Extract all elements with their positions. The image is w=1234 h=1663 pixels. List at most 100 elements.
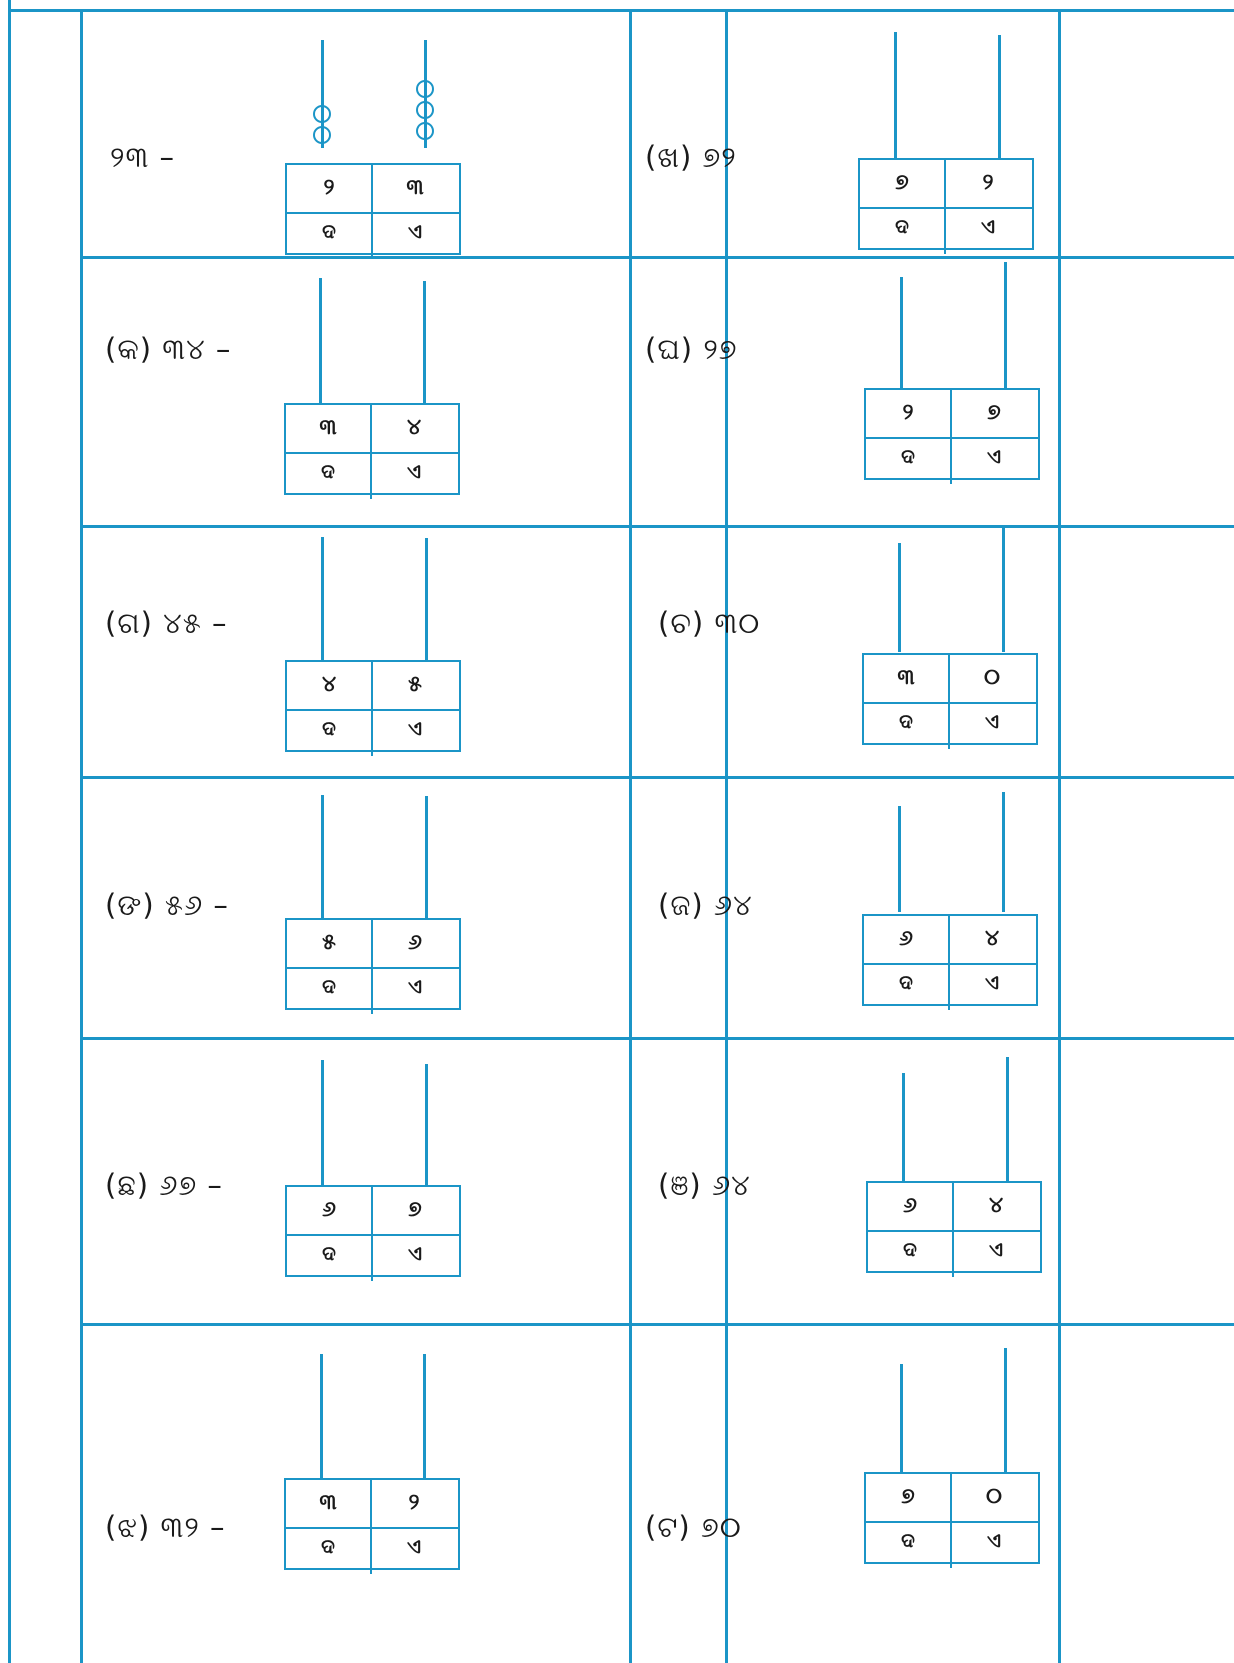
tens-rod xyxy=(321,537,324,661)
exercise-label: (ଙ) ୫୬ – xyxy=(105,888,229,923)
ones-digit: ୫ xyxy=(373,672,457,697)
rule-row-1 xyxy=(80,256,1234,259)
ones-header: ଏ xyxy=(954,1237,1038,1261)
tens-rod xyxy=(321,795,324,918)
divider xyxy=(868,1230,1040,1232)
exercise-label: ୨୩ – xyxy=(110,140,175,175)
ones-digit: ୦ xyxy=(950,665,1034,690)
ones-rod xyxy=(425,538,428,661)
rule-left-outer xyxy=(8,0,11,1663)
ones-header: ଏ xyxy=(373,716,457,740)
tens-digit: ୩ xyxy=(864,665,948,690)
ones-header: ଏ xyxy=(373,974,457,998)
place-value-table: ୫ ୬ ଦ ଏ xyxy=(285,918,461,1010)
exercise-label: (ଚ) ୩୦ xyxy=(658,606,760,641)
abacus: ୬ ୭ ଦ ଏ xyxy=(285,1077,461,1277)
ones-rod xyxy=(1006,1057,1009,1181)
tens-header: ଦ xyxy=(287,716,371,740)
bead xyxy=(416,122,434,140)
place-value-table: ୪ ୫ ଦ ଏ xyxy=(285,660,461,752)
abacus: ୭ ୦ ଦ ଏ xyxy=(864,1364,1040,1564)
exercise-label: (ଘ) ୨୭ xyxy=(645,332,738,367)
ones-rod xyxy=(1004,1348,1007,1472)
ones-digit: ୪ xyxy=(954,1193,1038,1218)
place-value-table: ୭ ୨ ଦ ଏ xyxy=(858,158,1034,250)
tens-digit: ୩ xyxy=(286,1490,370,1515)
divider xyxy=(286,452,458,454)
ones-digit: ୨ xyxy=(372,1490,456,1515)
tens-digit: ୭ xyxy=(860,170,944,195)
abacus: ୩ ୪ ଦ ଏ xyxy=(284,295,460,495)
tens-header: ଦ xyxy=(866,1528,950,1552)
ones-rod xyxy=(1002,792,1005,912)
tens-rod xyxy=(320,1354,323,1478)
tens-digit: ୬ xyxy=(287,1197,371,1222)
tens-rod xyxy=(898,806,901,912)
ones-header: ଏ xyxy=(372,1534,456,1558)
ones-header: ଏ xyxy=(373,1241,457,1265)
bead xyxy=(416,80,434,98)
divider xyxy=(866,1521,1038,1523)
tens-digit: ୩ xyxy=(286,415,370,440)
exercise-label: (ଛ) ୬୭ – xyxy=(105,1168,223,1203)
bead xyxy=(313,105,331,123)
divider xyxy=(287,1234,459,1236)
place-value-table: ୨ ୭ ଦ ଏ xyxy=(864,388,1040,480)
abacus: ୪ ୫ ଦ ଏ xyxy=(285,552,461,752)
abacus: ୬ ୪ ଦ ଏ xyxy=(862,806,1038,1006)
tens-digit: ୬ xyxy=(864,926,948,951)
tens-header: ଦ xyxy=(286,459,370,483)
tens-header: ଦ xyxy=(287,1241,371,1265)
abacus: ୬ ୪ ଦ ଏ xyxy=(866,1073,1042,1273)
ones-header: ଏ xyxy=(946,214,1030,238)
ones-header: ଏ xyxy=(950,709,1034,733)
abacus: ୭ ୨ ଦ ଏ xyxy=(858,50,1034,250)
tens-header: ଦ xyxy=(866,444,950,468)
rule-row-3 xyxy=(80,776,1234,779)
divider xyxy=(864,963,1036,965)
ones-rod xyxy=(425,796,428,918)
ones-digit: ୪ xyxy=(372,415,456,440)
tens-rod xyxy=(900,277,903,388)
place-value-table: ୩ ୦ ଦ ଏ xyxy=(862,653,1038,745)
place-value-table: ୨ ୩ ଦ ଏ xyxy=(285,163,461,255)
tens-digit: ୨ xyxy=(287,175,371,200)
divider xyxy=(864,702,1036,704)
rule-row-4 xyxy=(80,1037,1234,1040)
exercise-label: (ଞ) ୬୪ xyxy=(658,1168,751,1203)
rule-row-2 xyxy=(80,525,1234,528)
tens-rod xyxy=(900,1364,903,1472)
exercise-label: (ଖ) ୭୨ xyxy=(645,140,737,175)
ones-header: ଏ xyxy=(952,1528,1036,1552)
place-value-table: ୬ ୪ ଦ ଏ xyxy=(866,1181,1042,1273)
ones-digit: ୬ xyxy=(373,930,457,955)
ones-digit: ୪ xyxy=(950,926,1034,951)
rule-top xyxy=(8,9,1234,12)
ones-rod xyxy=(423,1354,426,1478)
abacus: ୨ ୭ ଦ ଏ xyxy=(864,280,1040,480)
ones-digit: ୩ xyxy=(373,175,457,200)
tens-header: ଦ xyxy=(287,219,371,243)
place-value-table: ୩ ୨ ଦ ଏ xyxy=(284,1478,460,1570)
place-value-table: ୭ ୦ ଦ ଏ xyxy=(864,1472,1040,1564)
tens-rod xyxy=(319,278,322,404)
tens-digit: ୪ xyxy=(287,672,371,697)
tens-header: ଦ xyxy=(868,1237,952,1261)
tens-header: ଦ xyxy=(860,214,944,238)
tens-header: ଦ xyxy=(287,974,371,998)
exercise-label: (ଝ) ୩୨ – xyxy=(105,1510,226,1545)
abacus: ୨ ୩ ଦ ଏ xyxy=(285,55,461,255)
ones-header: ଏ xyxy=(950,970,1034,994)
ones-digit: ୭ xyxy=(373,1197,457,1222)
ones-digit: ୨ xyxy=(946,170,1030,195)
tens-header: ଦ xyxy=(286,1534,370,1558)
tens-header: ଦ xyxy=(864,709,948,733)
abacus: ୩ ୨ ଦ ଏ xyxy=(284,1370,460,1570)
divider xyxy=(287,212,459,214)
divider xyxy=(287,709,459,711)
divider xyxy=(860,207,1032,209)
abacus: ୩ ୦ ଦ ଏ xyxy=(862,545,1038,745)
tens-rod xyxy=(894,32,897,158)
place-value-table: ୩ ୪ ଦ ଏ xyxy=(284,403,460,495)
place-value-table: ୬ ୪ ଦ ଏ xyxy=(862,914,1038,1006)
